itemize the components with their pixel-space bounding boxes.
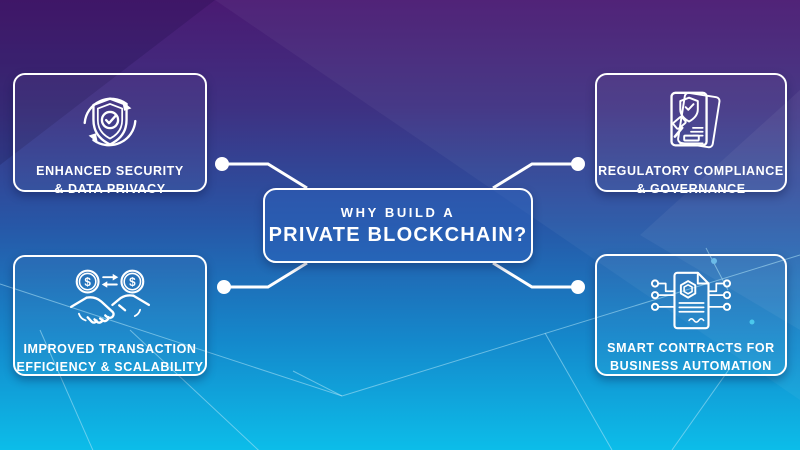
card-enhanced-security: ENHANCED SECURITY & DATA PRIVACY bbox=[13, 73, 207, 196]
card-label-line-1: IMPROVED TRANSACTION bbox=[23, 342, 197, 356]
shield-sync-icon bbox=[68, 85, 152, 159]
card-regulatory-compliance: REGULATORY COMPLIANCE & GOVERNANCE bbox=[595, 73, 787, 196]
connector-top-right bbox=[492, 162, 578, 190]
title-line-1: WHY BUILD A bbox=[340, 204, 456, 220]
card-transaction-efficiency: $ $ IMPROVED TRA bbox=[13, 255, 207, 376]
card-label: IMPROVED TRANSACTION EFFICIENCY & SCALAB… bbox=[16, 340, 203, 376]
title-line-2: PRIVATE BLOCKCHAIN? bbox=[268, 223, 528, 246]
card-label-line-1: ENHANCED SECURITY bbox=[36, 164, 184, 178]
card-label: SMART CONTRACTS FOR BUSINESS AUTOMATION bbox=[607, 339, 775, 375]
connector-dot bbox=[571, 280, 585, 294]
card-label-line-2: BUSINESS AUTOMATION bbox=[610, 359, 772, 374]
deco-line bbox=[671, 367, 731, 450]
card-label: REGULATORY COMPLIANCE & GOVERNANCE bbox=[598, 162, 784, 198]
card-label-line-2: & DATA PRIVACY bbox=[54, 182, 166, 197]
smart-contract-icon bbox=[645, 266, 737, 336]
connector-dot bbox=[217, 280, 231, 294]
card-label-line-2: & GOVERNANCE bbox=[636, 182, 746, 197]
connector-bottom-left bbox=[224, 261, 308, 289]
connector-top-left bbox=[222, 162, 308, 190]
svg-text:$: $ bbox=[84, 276, 91, 289]
card-smart-contracts: SMART CONTRACTS FOR BUSINESS AUTOMATION bbox=[595, 254, 787, 376]
connector-dot bbox=[215, 157, 229, 171]
connector-dot bbox=[571, 157, 585, 171]
deco-line bbox=[292, 370, 343, 397]
card-label-line-1: REGULATORY COMPLIANCE bbox=[598, 164, 784, 178]
center-title-box: WHY BUILD A PRIVATE BLOCKCHAIN? bbox=[263, 188, 533, 263]
card-label: ENHANCED SECURITY & DATA PRIVACY bbox=[36, 162, 184, 198]
card-label-line-1: SMART CONTRACTS FOR bbox=[607, 341, 775, 355]
card-label-line-2: EFFICIENCY & SCALABILITY bbox=[16, 360, 204, 375]
connector-bottom-right bbox=[492, 261, 578, 289]
handshake-exchange-icon: $ $ bbox=[64, 267, 156, 337]
compliance-document-icon bbox=[647, 85, 735, 159]
svg-text:$: $ bbox=[129, 276, 136, 289]
